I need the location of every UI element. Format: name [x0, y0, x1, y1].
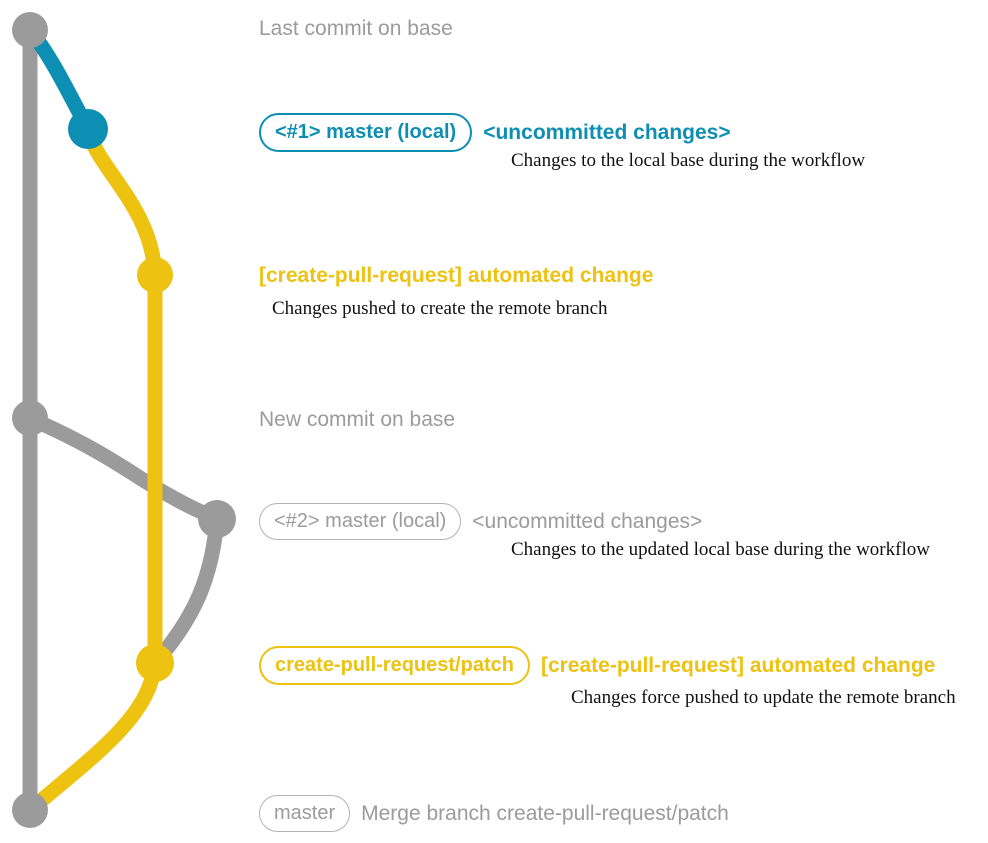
commit-subject: Merge branch create-pull-request/patch: [361, 802, 729, 825]
node-base-head[interactable]: [12, 12, 48, 48]
commit-subject: <uncommitted changes>: [472, 510, 703, 533]
node-remote-2[interactable]: [136, 644, 174, 682]
commit-note-local-commit-2: Changes to the updated local base during…: [511, 539, 930, 560]
branch-badge-master[interactable]: master: [259, 795, 351, 832]
commit-subject: [create-pull-request] automated change: [259, 264, 654, 287]
commit-entry-local-commit-2: <#2> master (local) <uncommitted changes…: [259, 503, 702, 540]
commit-entry-merge-commit: master Merge branch create-pull-request/…: [259, 795, 729, 832]
branch-badge-master-local-2[interactable]: <#2> master (local): [259, 503, 462, 540]
remote2-to-merge-line: [22, 655, 163, 818]
commit-subject: Last commit on base: [259, 17, 453, 40]
commit-entry-local-commit-1: <#1> master (local) <uncommitted changes…: [259, 113, 731, 152]
commit-entry-last-commit-on-base: Last commit on base: [259, 18, 453, 39]
local2-to-remote2-line: [147, 511, 225, 671]
commit-entry-remote-commit-1: [create-pull-request] automated change: [259, 265, 653, 286]
commit-entry-remote-commit-2: create-pull-request/patch [create-pull-r…: [259, 646, 935, 685]
commit-subject: [create-pull-request] automated change: [540, 654, 936, 677]
node-remote-1[interactable]: [137, 257, 173, 293]
node-merge[interactable]: [12, 792, 48, 828]
commit-note-local-commit-1: Changes to the local base during the wor…: [511, 150, 866, 171]
local1-to-remote1-line: [80, 121, 163, 283]
node-local-2[interactable]: [198, 500, 236, 538]
base-to-local2-line: [22, 410, 225, 527]
branch-badge-master-local-1[interactable]: <#1> master (local): [259, 113, 473, 152]
commit-subject: <uncommitted changes>: [483, 121, 731, 144]
node-base-new[interactable]: [12, 400, 48, 436]
commit-entry-new-commit-on-base: New commit on base: [259, 409, 455, 430]
node-local-1[interactable]: [68, 109, 108, 149]
commit-subject: New commit on base: [259, 408, 456, 431]
commit-note-remote-commit-1: Changes pushed to create the remote bran…: [272, 298, 608, 319]
commit-note-remote-commit-2: Changes force pushed to update the remot…: [571, 687, 956, 708]
branch-badge-create-pull-request-patch[interactable]: create-pull-request/patch: [259, 646, 530, 685]
